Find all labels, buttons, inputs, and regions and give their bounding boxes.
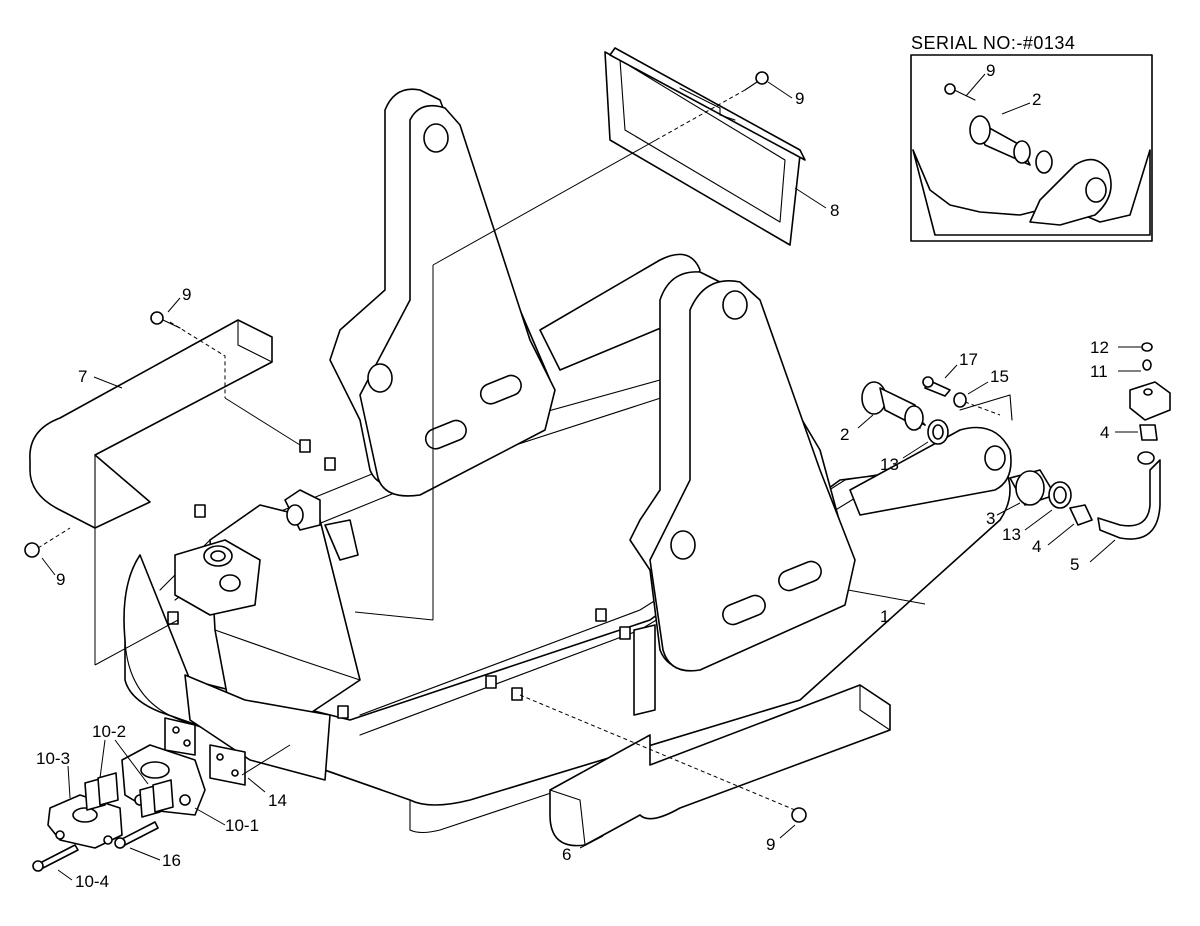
bolt-9-bottom [791,807,807,823]
cover-7-body [29,319,273,529]
frame-front-skirt [409,759,651,834]
front-plate-top-hole [722,290,748,320]
base-plate [184,674,331,781]
fitting-4-b [1069,504,1093,526]
plate-14 [209,744,246,786]
cover-6-body [549,684,891,847]
callout-10-3: 10-2 [92,722,126,741]
cylinder-housing-edge [214,629,361,681]
inset-pin-head [969,115,991,145]
pin-2-end [904,405,924,431]
right-arm-hole [984,445,1006,471]
front-plate-pivot-hole [670,530,696,560]
bolt-9-leftlow [24,542,40,558]
rear-plate-pivot-hole [367,363,393,393]
callout-2-inset: 2 [1032,90,1041,109]
frame-right-arm [849,426,1012,516]
inset-hole [1085,177,1107,203]
front-slot-lower [722,594,766,626]
callout-9-inset: 9 [986,61,995,80]
callout-2: 2 [840,425,849,444]
bolt-9-left [150,311,164,325]
cover-8: 9 8 [354,47,839,621]
callout-7: 7 [78,367,87,386]
callout-9-left: 9 [182,285,191,304]
nipple-11 [1142,359,1152,371]
callout-16: 16 [162,851,181,870]
callout-12: 12 [1090,338,1109,357]
pin-assembly: 2 13 17 15 3 13 4 5 [840,338,1171,626]
washer-15 [953,392,967,408]
rear-plate-top-hole [423,123,449,153]
clamp-assembly: 14 10-1 10-3 10-2 10-4 16 [32,717,291,891]
grease-block [1129,381,1171,421]
callout-17: 17 [959,350,978,369]
rear-slot-upper [479,374,522,405]
cover-7: 9 7 9 [24,285,301,666]
front-slot-upper [778,560,822,592]
callout-15: 15 [990,367,1009,386]
right-bracket [959,394,1013,421]
callout-9-leftlow: 9 [56,570,65,589]
callout-13-a: 13 [880,455,899,474]
callout-1: 1 [880,607,889,626]
fitting-4-a [1139,424,1158,441]
callout-13-b: 13 [1002,525,1021,544]
callout-10-1: 10-1 [225,816,259,835]
callout-9-bottom: 9 [766,835,775,854]
serial-label: SERIAL NO:-#0134 [911,33,1075,53]
inset-washer [1035,150,1053,174]
inset-pin-end [1013,140,1031,164]
callout-8: 8 [830,201,839,220]
callout-9-top: 9 [795,89,804,108]
callout-3: 3 [986,509,995,528]
bolt-9-top [755,71,769,85]
base-frame-lower-edge [124,639,411,801]
inset-detail: SERIAL NO:-#0134 9 2 [910,33,1153,242]
callout-11: 11 [1090,362,1108,381]
main-frame [123,88,1013,834]
callout-10-2: 10-3 [36,749,70,768]
callout-6: 6 [562,845,571,864]
callout-14: 14 [268,791,287,810]
inset-bolt-head [944,83,956,95]
bushing-3 [1015,470,1045,506]
bolt-17 [922,376,934,388]
pipe-5 [1097,459,1161,540]
rear-slot-lower [424,419,467,450]
callout-10-4: 10-4 [75,872,109,891]
bolt-10-4 [39,844,79,869]
callout-4-a: 4 [1100,423,1109,442]
callout-5: 5 [1070,555,1079,574]
inset-boss [1029,158,1112,226]
mount-bracket [174,539,261,616]
callout-4-b: 4 [1032,537,1041,556]
inset-frame [910,54,1153,242]
cover-6: 9 6 [519,684,891,864]
cap-12 [1141,342,1153,352]
